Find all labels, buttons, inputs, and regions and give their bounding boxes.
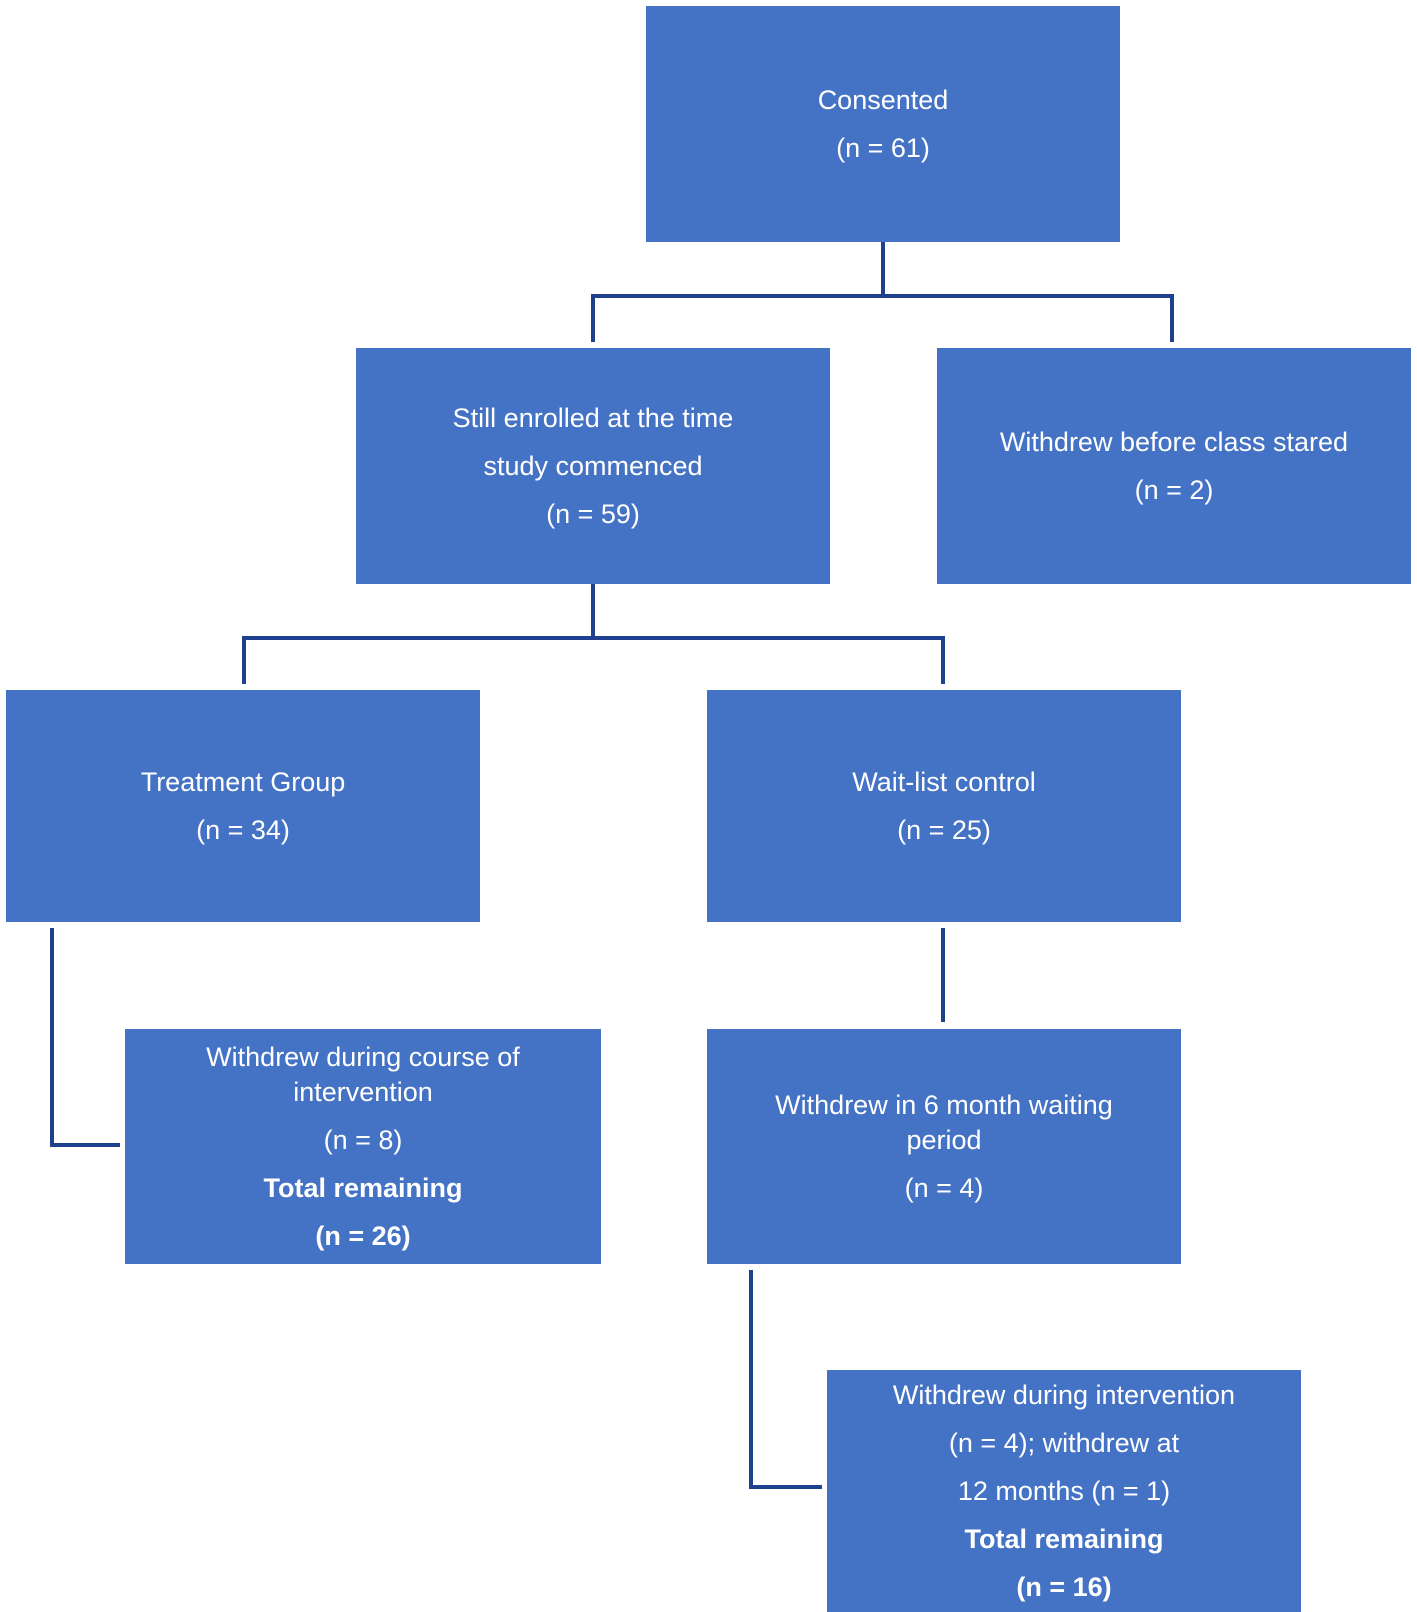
node-label: 12 months (n = 1) [957, 1475, 1171, 1506]
node-label: Withdrew during intervention [892, 1379, 1236, 1410]
node-label: (n = 4); withdrew at [948, 1427, 1180, 1458]
node-label: Wait-list control [852, 766, 1036, 797]
node-total-value: (n = 26) [315, 1220, 411, 1251]
node-count: (n = 8) [323, 1124, 403, 1155]
node-wait-list-control: Wait-list control (n = 25) [707, 690, 1181, 922]
node-label: period [906, 1124, 982, 1155]
connector-treatment-to-withdrew-course [50, 928, 120, 1147]
node-count: (n = 34) [196, 814, 290, 845]
node-label: Withdrew before class stared [999, 426, 1349, 457]
node-count: (n = 25) [897, 814, 991, 845]
node-label: intervention [293, 1076, 433, 1107]
node-label: Still enrolled at the time [452, 402, 734, 433]
node-consented: Consented (n = 61) [646, 6, 1120, 242]
node-label: Withdrew during course of [206, 1041, 520, 1072]
node-total-value: (n = 16) [1016, 1571, 1112, 1602]
node-count: (n = 4) [904, 1172, 984, 1203]
node-label: Consented [817, 84, 949, 115]
node-withdrew-during-intervention: Withdrew during intervention (n = 4); wi… [827, 1370, 1301, 1612]
node-total-label: Total remaining [964, 1523, 1164, 1554]
node-count: (n = 61) [836, 132, 930, 163]
node-treatment-group: Treatment Group (n = 34) [6, 690, 480, 922]
node-withdrew-before-class: Withdrew before class stared (n = 2) [937, 348, 1411, 584]
node-total-label: Total remaining [263, 1172, 463, 1203]
node-withdrew-during-course: Withdrew during course of intervention (… [125, 1029, 601, 1264]
node-label: study commenced [483, 450, 703, 481]
node-withdrew-waiting-period: Withdrew in 6 month waiting period (n = … [707, 1029, 1181, 1264]
node-still-enrolled: Still enrolled at the time study commenc… [356, 348, 830, 584]
node-label: Treatment Group [140, 766, 346, 797]
node-count: (n = 2) [1134, 474, 1214, 505]
node-label: Withdrew in 6 month waiting [775, 1089, 1113, 1120]
node-count: (n = 59) [546, 498, 640, 529]
connector-waiting-to-withdrew-intervention [749, 1270, 822, 1489]
